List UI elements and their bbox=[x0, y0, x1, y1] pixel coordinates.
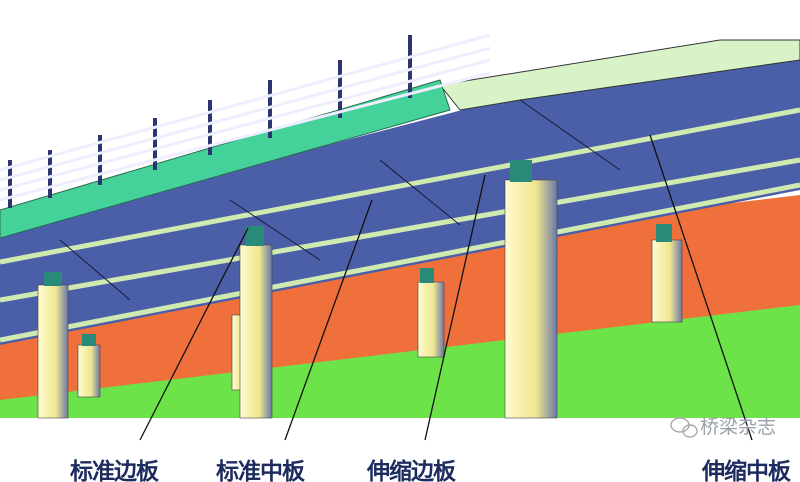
top-deck bbox=[439, 39, 800, 111]
leader-lines bbox=[139, 134, 753, 441]
railing-bars bbox=[0, 33, 491, 202]
label-standard-edge-slab: 标准边板 bbox=[70, 459, 159, 482]
slab-joints bbox=[59, 99, 621, 301]
bearings bbox=[44, 160, 672, 346]
label-standard-middle-slab: 标准中板 bbox=[216, 459, 305, 482]
columns bbox=[37, 179, 683, 419]
label-expansion-middle-slab: 伸缩中板 bbox=[702, 459, 791, 482]
label-expansion-edge-slab: 伸缩边板 bbox=[367, 459, 456, 482]
wechat-icon bbox=[670, 417, 698, 438]
ground bbox=[0, 300, 800, 418]
deck-underside bbox=[0, 55, 800, 345]
cap-wall bbox=[0, 195, 800, 400]
watermark: 桥梁杂志 bbox=[700, 416, 777, 438]
